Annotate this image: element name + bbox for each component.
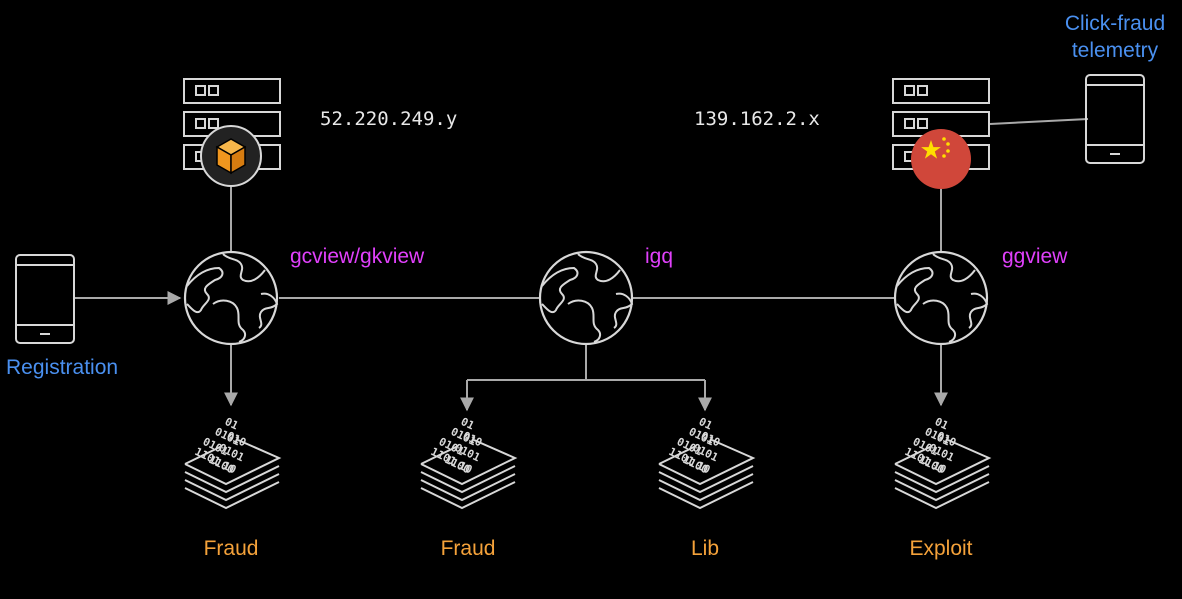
aws-cube-icon xyxy=(200,125,262,187)
binary-data-stack-icon-3 xyxy=(658,414,754,509)
binary-data-stack-icon-1 xyxy=(184,414,280,509)
binary-data-stack-icon-4 xyxy=(894,414,990,509)
payload-label-3: Lib xyxy=(691,537,719,560)
node-middle-label: igq xyxy=(645,245,673,268)
registration-label: Registration xyxy=(6,356,118,379)
globe-icon-middle xyxy=(538,250,634,346)
aws-cube-right xyxy=(230,145,246,175)
telemetry-label-line1: Click-fraud xyxy=(1065,12,1165,35)
payload-label-2: Fraud xyxy=(441,537,496,560)
globe-icon-left xyxy=(183,250,279,346)
binary-data-stack-icon-2 xyxy=(420,414,516,509)
server-right-ip: 139.162.2.x xyxy=(694,108,820,130)
node-left-label: gcview/gkview xyxy=(290,245,425,268)
payload-label-4: Exploit xyxy=(909,537,972,560)
phone-icon-registration xyxy=(15,254,75,344)
server-right-to-telemetry-line xyxy=(989,118,1089,125)
china-flag-icon xyxy=(911,129,971,189)
server-left-ip: 52.220.249.y xyxy=(320,108,457,130)
telemetry-label-line2: telemetry xyxy=(1072,39,1159,62)
china-flag-big-star xyxy=(921,140,941,159)
phone-icon-telemetry xyxy=(1085,74,1145,164)
globe-icon-right xyxy=(893,250,989,346)
payload-label-1: Fraud xyxy=(204,537,259,560)
node-right-label: ggview xyxy=(1002,245,1068,268)
